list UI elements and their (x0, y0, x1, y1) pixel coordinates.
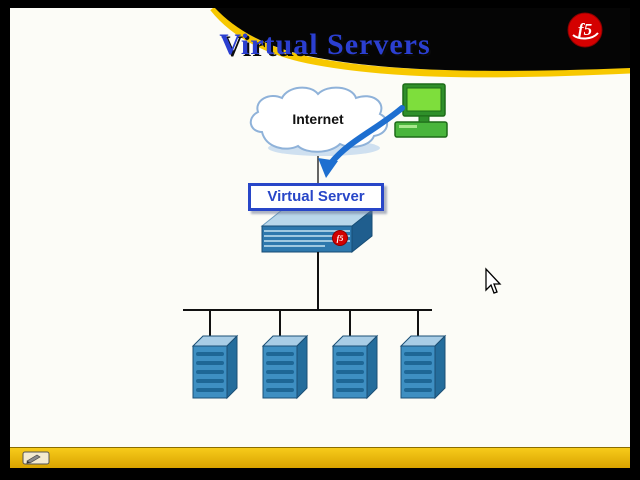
server-tower-4 (400, 335, 446, 399)
server-tower-1 (192, 335, 238, 399)
top-corner-decoration (210, 8, 630, 78)
appliance-f5-badge (332, 230, 348, 246)
bigip-appliance: f5 (260, 208, 374, 254)
slide-background: f5 Virtual Servers Internet (10, 8, 630, 447)
appliance-f5-text: f5 (337, 234, 344, 243)
topology-lines (183, 252, 432, 336)
bottom-toolbar (10, 447, 630, 468)
server-tower-2 (262, 335, 308, 399)
pen-icon (26, 454, 41, 464)
internet-label: Internet (292, 111, 344, 127)
request-arrow (318, 105, 405, 178)
network-diagram: Internet (183, 83, 448, 399)
client-computer-icon (394, 83, 448, 138)
internet-cloud: Internet (249, 86, 389, 153)
f5-logo-swoosh (572, 32, 599, 40)
virtual-server-label: Virtual Server (267, 188, 365, 205)
slide-title: Virtual Servers (219, 28, 431, 61)
f5-logo-text: f5 (578, 20, 593, 39)
pen-tool-button[interactable] (22, 451, 52, 465)
f5-logo: f5 (567, 12, 603, 48)
black-curtain-shape (215, 8, 630, 71)
yellow-swoosh (210, 8, 630, 78)
f5-logo-ball (567, 12, 603, 48)
server-tower-3 (332, 335, 378, 399)
virtual-server-box: Virtual Server (248, 183, 384, 211)
